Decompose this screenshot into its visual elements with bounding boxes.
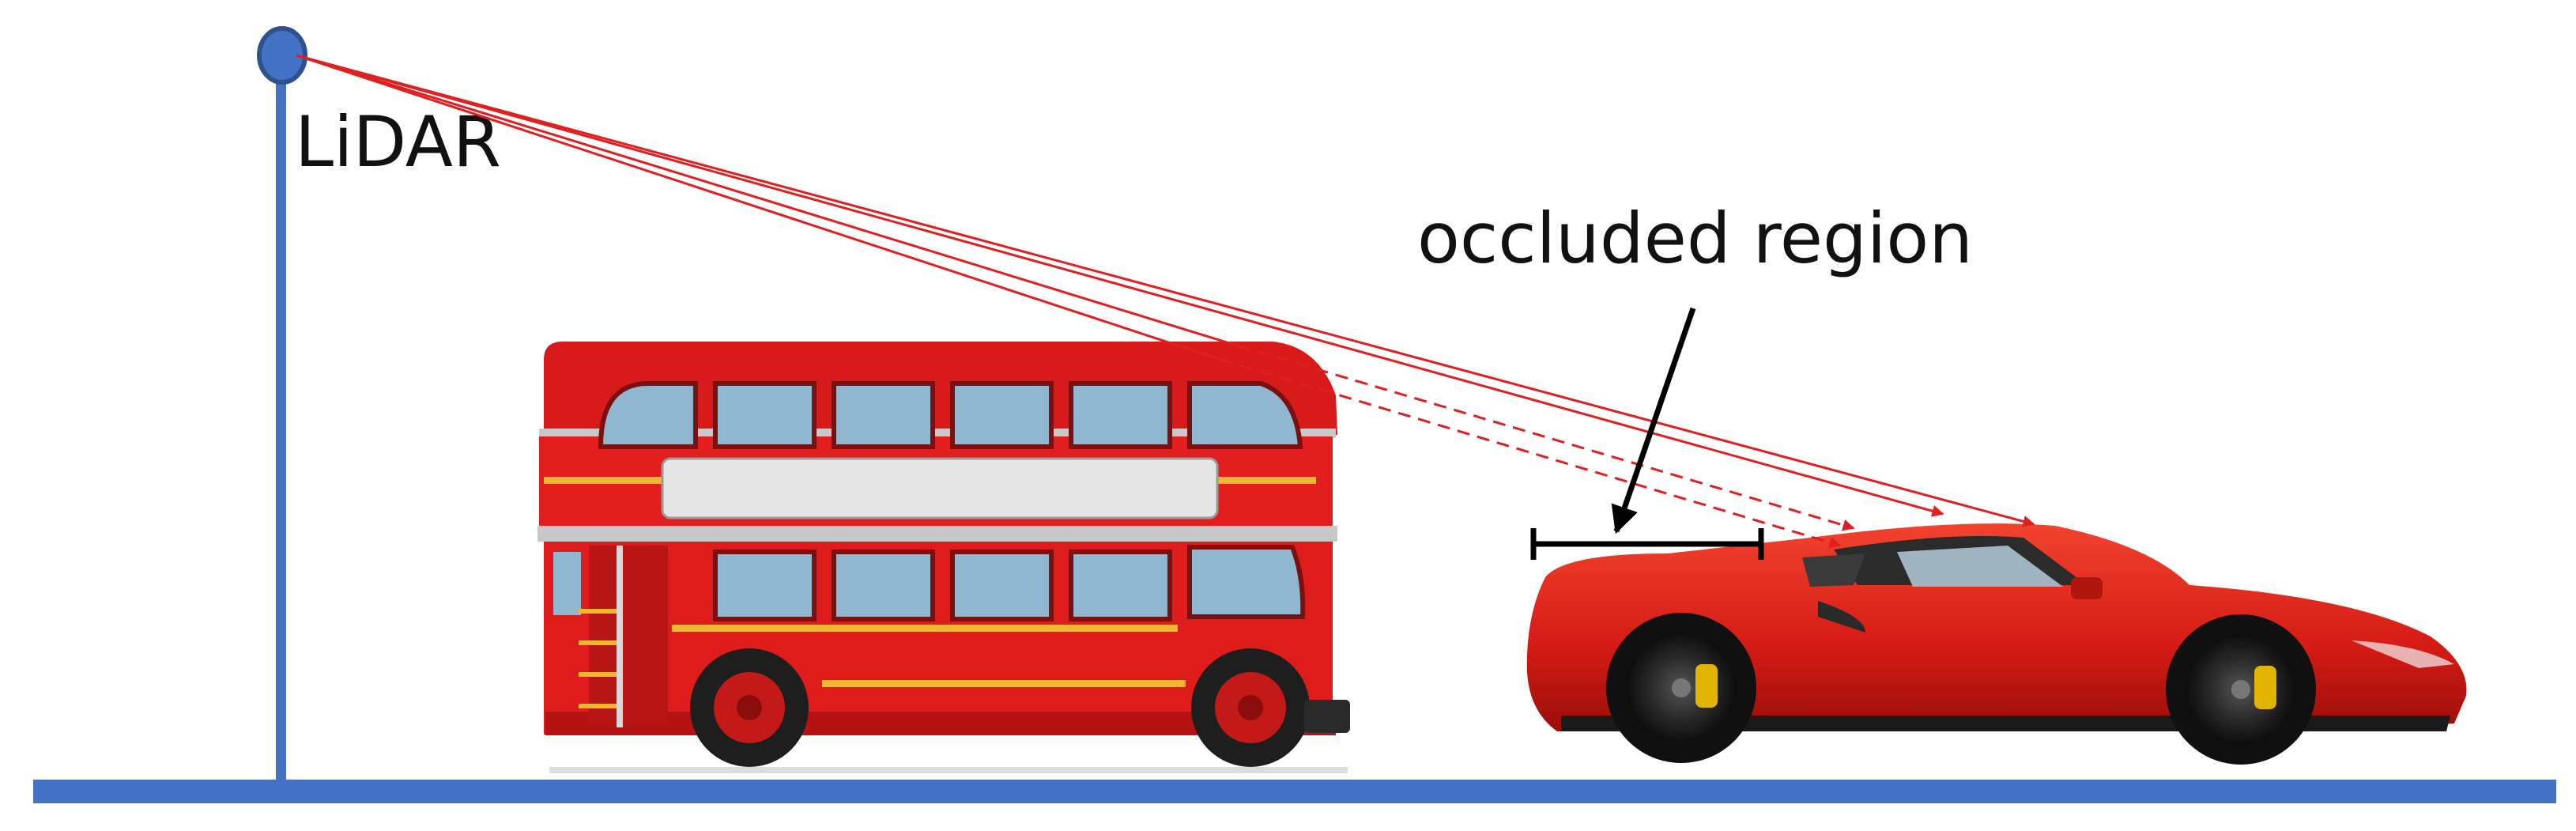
occluded-region-label: occluded region — [1417, 198, 1973, 279]
occluded-region-marker — [1530, 528, 1764, 560]
ray-4 — [296, 54, 2035, 527]
sports-car-icon — [1526, 523, 2467, 765]
lidar-pole — [276, 55, 286, 781]
lidar-head — [257, 26, 307, 85]
lidar-sensor-icon — [257, 26, 307, 781]
ray-dashed-1 — [1220, 358, 1842, 549]
ray-1 — [296, 54, 1222, 361]
ray-2 — [296, 54, 1238, 347]
lidar-label: LiDAR — [295, 101, 501, 183]
occluded-region-arrow — [1611, 307, 1696, 534]
ray-3 — [296, 54, 1944, 517]
ground-line — [33, 780, 2556, 803]
laser-rays — [296, 54, 2035, 549]
double-decker-bus-icon — [537, 342, 1350, 773]
ray-dashed-2 — [1236, 344, 1855, 531]
